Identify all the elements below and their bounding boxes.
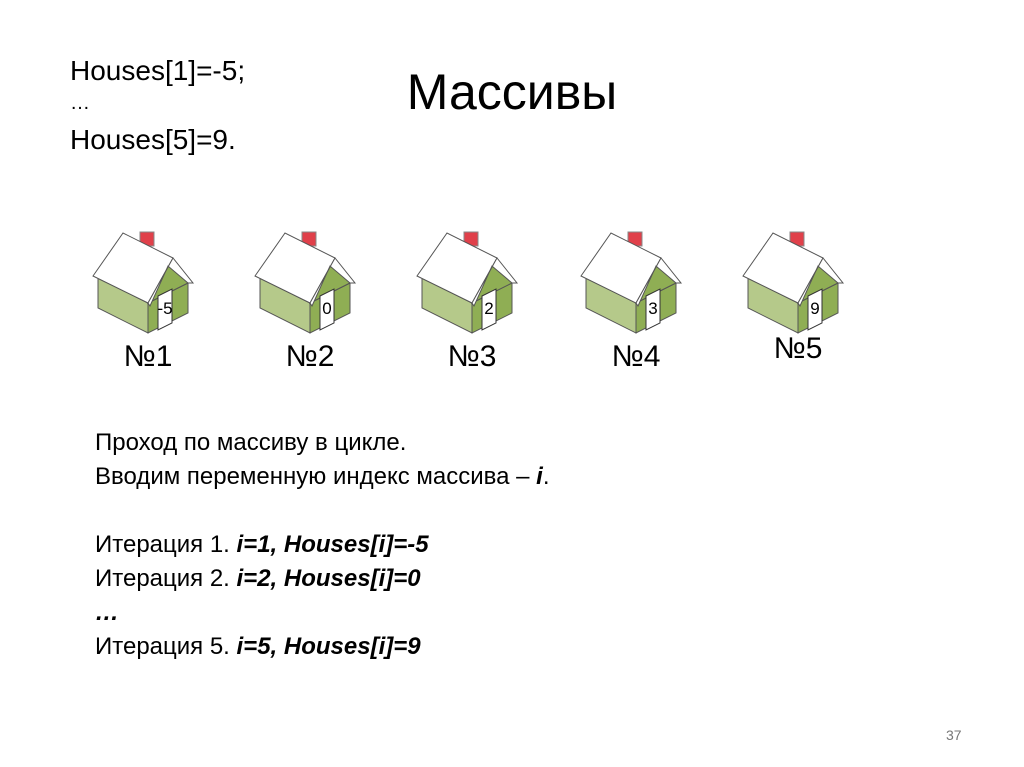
code-snippet: Houses[1]=-5; … Houses[5]=9.: [70, 52, 245, 158]
house-icon: -5: [92, 231, 195, 334]
house-1: -5 №1: [88, 228, 208, 378]
body-text: Проход по массиву в цикле. Вводим переме…: [95, 426, 550, 664]
house-3: 2 №3: [412, 228, 532, 378]
iteration-line: Итерация 1. i=1, Houses[i]=-5: [95, 528, 550, 562]
text-plain: Вводим переменную индекс массива –: [95, 463, 537, 490]
house-label: №3: [447, 340, 497, 373]
house-value: 0: [322, 299, 331, 318]
house-value: 3: [648, 299, 657, 318]
iteration-line: Итерация 5. i=5, Houses[i]=9: [95, 630, 550, 664]
iteration-ellipsis: …: [95, 599, 119, 626]
house-icon: 0: [254, 231, 357, 334]
house-icon: 2: [416, 231, 519, 334]
code-ellipsis: …: [70, 92, 90, 114]
house-2: 0 №2: [250, 228, 370, 378]
iteration-line: Итерация 2. i=2, Houses[i]=0: [95, 562, 550, 596]
text-line: Вводим переменную индекс массива – i.: [95, 460, 550, 494]
iteration-line: …: [95, 596, 550, 630]
house-value: 9: [810, 299, 819, 318]
iteration-label: Итерация 2.: [95, 565, 237, 592]
spacer: [95, 494, 550, 528]
house-label: №2: [285, 340, 335, 373]
house-value: -5: [157, 299, 172, 318]
page-number: 37: [946, 727, 962, 743]
house-label: №5: [773, 332, 823, 365]
house-icon: 3: [580, 231, 683, 334]
house-label: №1: [123, 340, 173, 373]
iteration-expression: i=1, Houses[i]=-5: [236, 531, 429, 558]
iteration-label: Итерация 5.: [95, 633, 237, 660]
text-variable: i: [536, 463, 543, 490]
house-icon: 9: [742, 231, 845, 334]
house-value: 2: [484, 299, 493, 318]
code-line: Houses[1]=-5;: [70, 55, 246, 86]
house-label: №4: [611, 340, 661, 373]
text-plain: .: [542, 463, 550, 490]
iteration-label: Итерация 1.: [95, 531, 237, 558]
code-line: Houses[5]=9.: [70, 124, 236, 155]
iteration-expression: i=2, Houses[i]=0: [236, 565, 421, 592]
house-4: 3 №4: [576, 228, 696, 378]
text-line: Проход по массиву в цикле.: [95, 429, 407, 456]
slide-title: Массивы: [406, 64, 618, 120]
house-5: 9 №5: [738, 228, 858, 378]
iteration-expression: i=5, Houses[i]=9: [236, 633, 421, 660]
houses-row: -5 №1 0 №2: [0, 228, 1024, 378]
